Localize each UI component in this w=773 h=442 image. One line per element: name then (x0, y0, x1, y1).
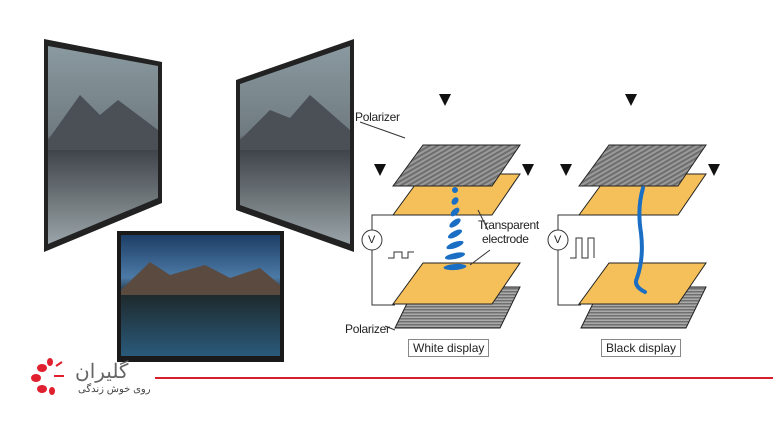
eye-icon (708, 164, 720, 176)
eye-icon (522, 164, 534, 176)
brand-tagline: روی خوش زندگی (78, 384, 151, 395)
leader-line (477, 209, 489, 231)
brand-name: گلیران (75, 361, 129, 383)
eye-icon (374, 164, 386, 176)
tv-screen-left (44, 39, 162, 252)
eye-icon (439, 94, 451, 106)
voltmeter-icon (361, 229, 383, 251)
circuit-wire (371, 214, 395, 306)
electrode-label-2: electrode (482, 232, 529, 246)
bottom-electrode (578, 262, 707, 305)
white-display-caption: White display (408, 339, 490, 357)
polarizer-top-label: Polarizer (355, 110, 400, 124)
liquid-crystal-molecule (451, 197, 459, 205)
tv-screen-right (236, 39, 354, 252)
liquid-crystal-molecule (449, 218, 461, 228)
top-polarizer (578, 144, 707, 187)
tv-screen-front (117, 231, 284, 362)
liquid-crystal-molecule (452, 187, 458, 193)
voltage-label: V (368, 234, 376, 246)
liquid-crystal-molecule (443, 263, 467, 271)
leader-line (384, 325, 396, 331)
voltage-waveform-high (570, 237, 595, 259)
black-display-caption: Black display (601, 339, 682, 357)
leader-line (469, 249, 491, 266)
liquid-crystal-molecule (446, 240, 464, 250)
liquid-crystal-molecule (447, 229, 463, 239)
brand-logo-icon (31, 358, 64, 395)
circuit-wire (557, 214, 581, 306)
bottom-electrode (392, 262, 521, 305)
top-polarizer (392, 144, 521, 187)
liquid-crystal-molecule (450, 207, 460, 217)
polarizer-bottom-label: Polarizer (345, 322, 390, 336)
voltmeter-icon (547, 229, 569, 251)
liquid-crystal-aligned (634, 186, 647, 294)
voltage-waveform-low (388, 251, 414, 259)
electrode-label-1: Transparent (478, 218, 539, 232)
eye-icon (625, 94, 637, 106)
liquid-crystal-molecule (445, 252, 465, 260)
eye-icon (560, 164, 572, 176)
voltage-label: V (554, 234, 562, 246)
leader-line (359, 121, 406, 139)
